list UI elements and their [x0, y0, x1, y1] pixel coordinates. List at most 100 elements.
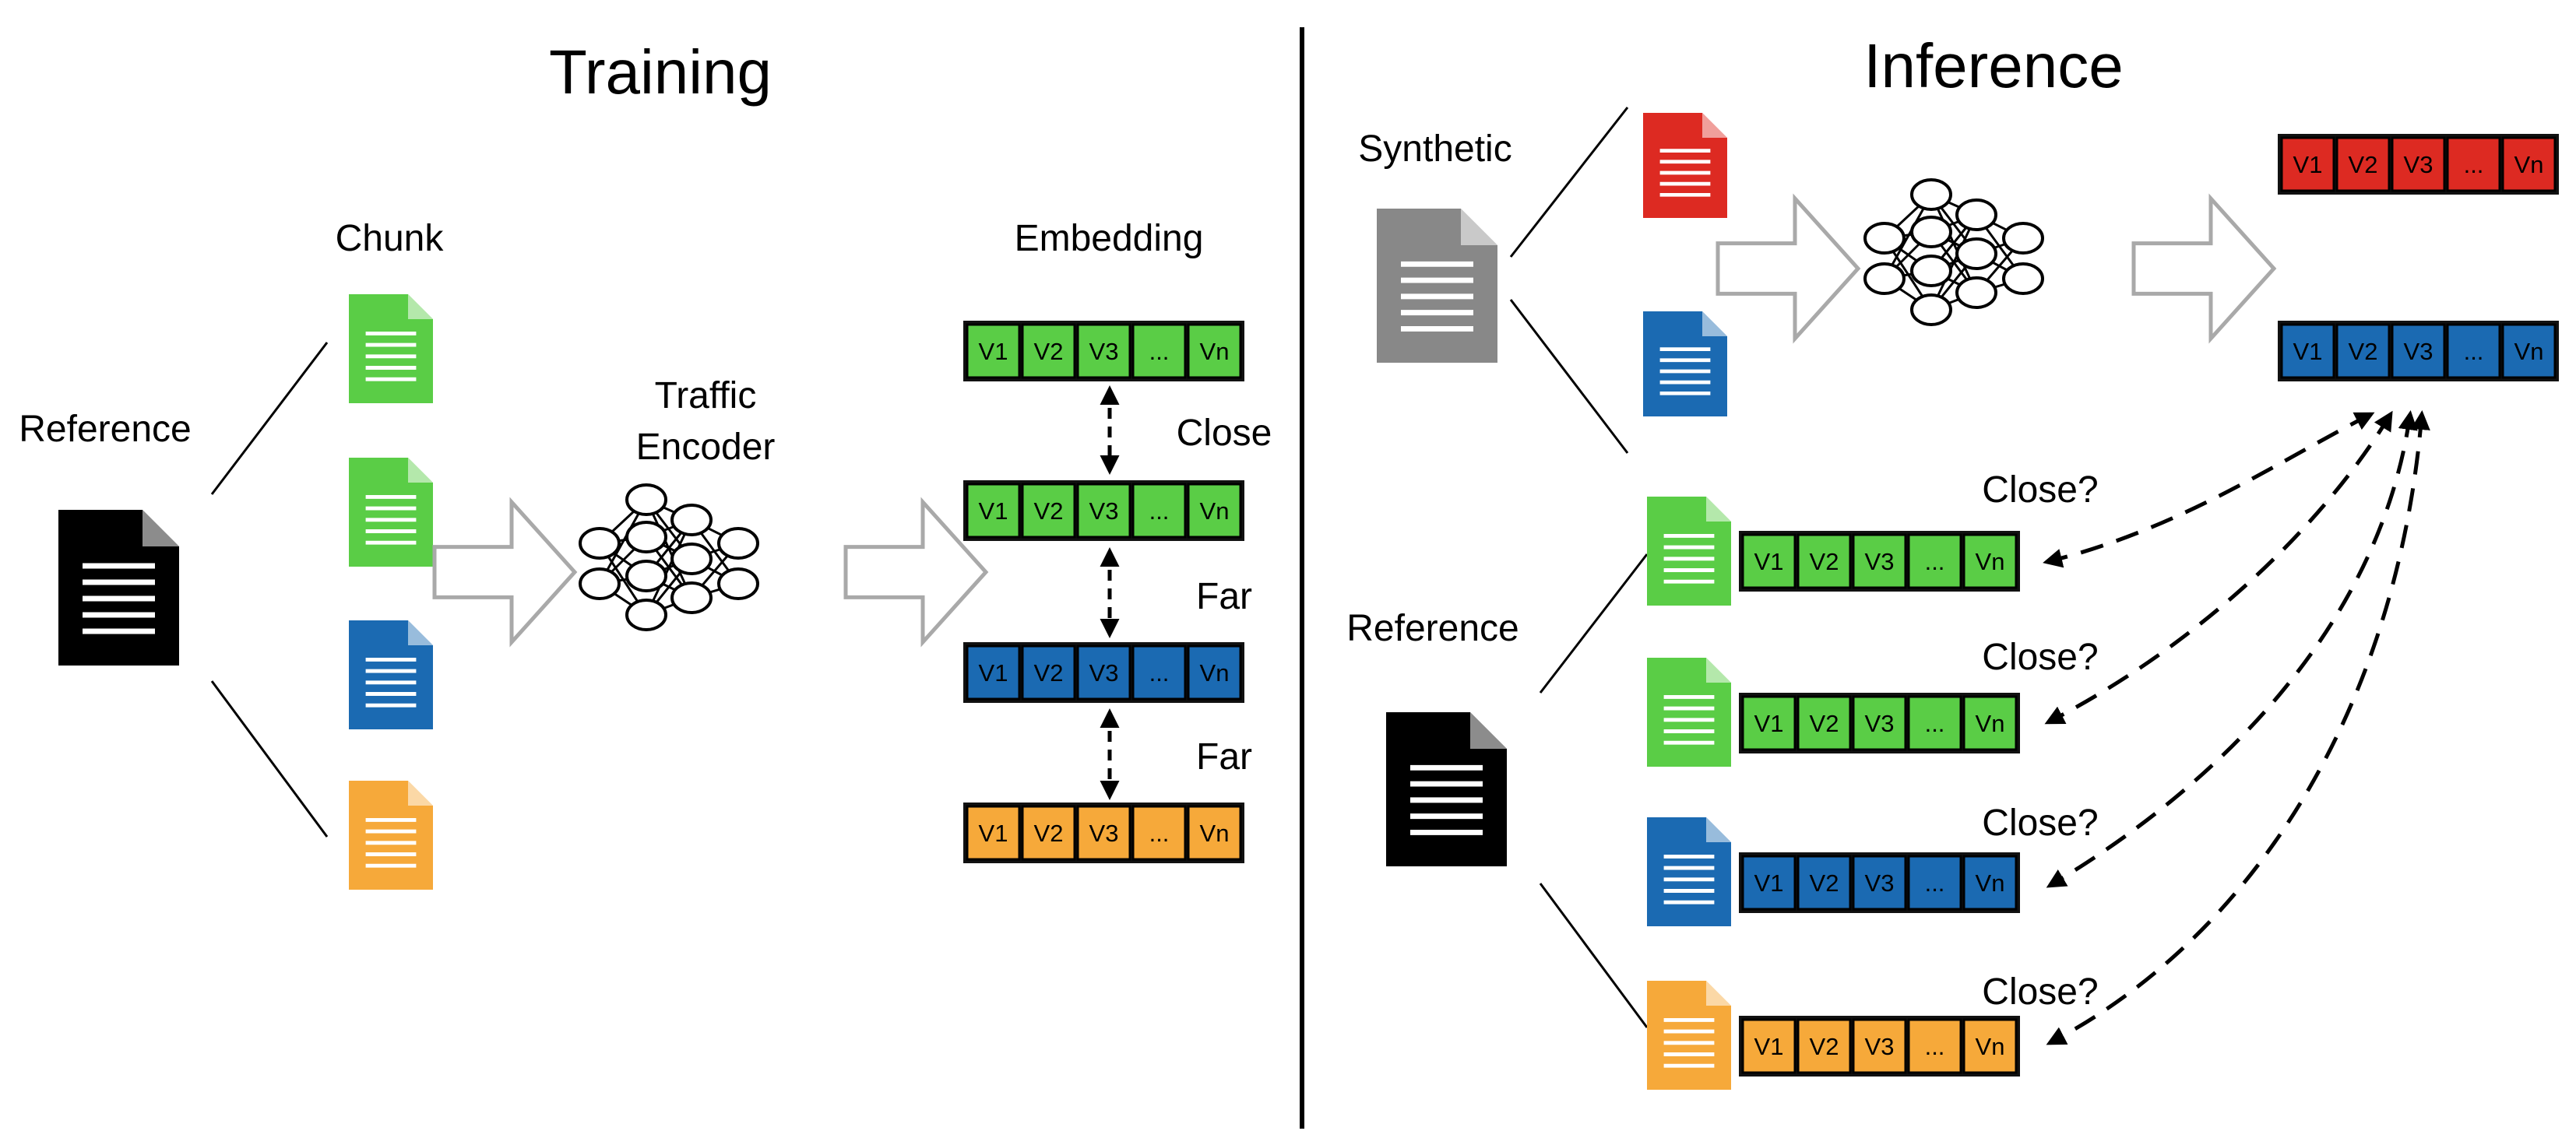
- embedding-cell-label: Vn: [1200, 497, 1230, 525]
- branch-line: [1539, 553, 1649, 694]
- synthetic-label: Synthetic: [1358, 128, 1511, 170]
- embedding-cell-label: Vn: [1976, 710, 2005, 737]
- network-node: [1863, 262, 1906, 295]
- embedding-cell: [1907, 533, 1962, 589]
- embedding-cell-label: V2: [1034, 497, 1064, 525]
- document-fold: [1470, 712, 1507, 749]
- network-node: [2002, 262, 2044, 295]
- embedding-cell-label: V1: [979, 820, 1008, 847]
- embedding-cell-label: ...: [1925, 869, 1945, 897]
- embedding-cell-label: V1: [1754, 1033, 1784, 1060]
- embedding-cell: [1187, 323, 1242, 379]
- embedding-cell-label: ...: [2464, 151, 2484, 178]
- chunk-document-icon: [349, 458, 433, 567]
- encoder-label-line1: Traffic: [655, 375, 757, 416]
- embedding-cell-label: V2: [1034, 820, 1064, 847]
- embedding-cell: [1076, 323, 1131, 379]
- chunk-label: Chunk: [336, 218, 445, 259]
- embedding-cell-label: Vn: [1976, 1033, 2005, 1060]
- document-body: [58, 510, 179, 666]
- embedding-cell-label: V2: [1810, 1033, 1839, 1060]
- branch-line: [1539, 883, 1649, 1028]
- document-fold: [408, 294, 433, 319]
- document-fold: [1702, 113, 1727, 138]
- embedding-cell-label: ...: [1149, 820, 1170, 847]
- embedding-cell-label: V2: [2349, 151, 2378, 178]
- embedding-cell: [1852, 1018, 1907, 1074]
- chunk-document-icon: [349, 781, 433, 890]
- reference-chunk-document-icon: [1647, 497, 1731, 606]
- embedding-cell-label: Vn: [2514, 338, 2544, 365]
- embedding-cell-label: V1: [979, 659, 1008, 687]
- network-node: [670, 543, 713, 575]
- document-body: [1386, 712, 1507, 866]
- embedding-cell-label: V3: [1865, 1033, 1895, 1060]
- embedding-cell-label: Vn: [1976, 548, 2005, 575]
- embedding-cell-label: Vn: [1200, 338, 1230, 365]
- embedding-cell: [1962, 1018, 2018, 1074]
- document-fold: [1706, 658, 1731, 683]
- embedding-cell-label: V3: [1089, 820, 1119, 847]
- embedding-cell-label: V3: [1865, 710, 1895, 737]
- training-reference-label: Reference: [19, 409, 191, 450]
- embedding-cell: [1131, 805, 1187, 861]
- embedding-cell: [1797, 533, 1852, 589]
- document-fold: [408, 781, 433, 806]
- chunk-document-icon: [349, 620, 433, 729]
- network-node: [1910, 178, 1952, 211]
- document-fold: [408, 458, 433, 483]
- embedding-cell-label: V3: [2404, 338, 2433, 365]
- embedding-cell: [1021, 645, 1076, 701]
- document-body: [349, 620, 433, 729]
- query-label: Close?: [1982, 971, 2098, 1013]
- network-edge: [1930, 214, 1978, 311]
- embedding-cell-label: V3: [1089, 659, 1119, 687]
- network-node: [2002, 222, 2044, 255]
- embedding-cell: [1076, 805, 1131, 861]
- query-label: Close?: [1982, 469, 2098, 511]
- embedding-cell-label: V3: [1865, 869, 1895, 897]
- embedding-cell: [1907, 855, 1962, 911]
- embedding-cell: [1021, 483, 1076, 539]
- document-body: [1377, 209, 1497, 363]
- reference-chunk-document-icon: [1647, 817, 1731, 926]
- block-arrow-icon: [2131, 193, 2277, 344]
- branch-line: [210, 680, 329, 838]
- block-arrow-icon: [1716, 193, 1861, 344]
- traffic-encoder-network-icon: [1863, 178, 2044, 326]
- document-fold: [1706, 497, 1731, 522]
- synthetic-document-icon: [1377, 209, 1497, 363]
- encoder-label-line2: Encoder: [636, 427, 776, 468]
- embedding-cell: [1962, 533, 2018, 589]
- document-body: [1647, 658, 1731, 767]
- network-node: [1863, 222, 1906, 255]
- embedding-cell-label: V2: [1034, 659, 1064, 687]
- network-node: [579, 567, 621, 600]
- embedding-cell-label: ...: [1925, 548, 1945, 575]
- network-node: [717, 567, 759, 600]
- network-node: [625, 483, 667, 516]
- network-node: [717, 527, 759, 560]
- embedding-cell-label: V2: [2349, 338, 2378, 365]
- document-body: [1647, 817, 1731, 926]
- embedding-cell-label: V1: [2293, 151, 2323, 178]
- document-body: [1647, 497, 1731, 606]
- embedding-cell: [1131, 483, 1187, 539]
- embedding-cell-label: V3: [1089, 497, 1119, 525]
- embedding-cell-label: V1: [1754, 710, 1784, 737]
- relation-label: Close: [1177, 413, 1272, 454]
- relation-label: Far: [1196, 736, 1252, 778]
- embedding-cell: [2446, 323, 2501, 379]
- embedding-cell: [1797, 855, 1852, 911]
- network-node: [625, 521, 667, 553]
- network-edge: [645, 519, 693, 616]
- query-arrow-icon: [2044, 410, 2393, 725]
- document-fold: [408, 620, 433, 645]
- query-arrow-icon: [2046, 410, 2418, 888]
- network-node: [670, 504, 713, 536]
